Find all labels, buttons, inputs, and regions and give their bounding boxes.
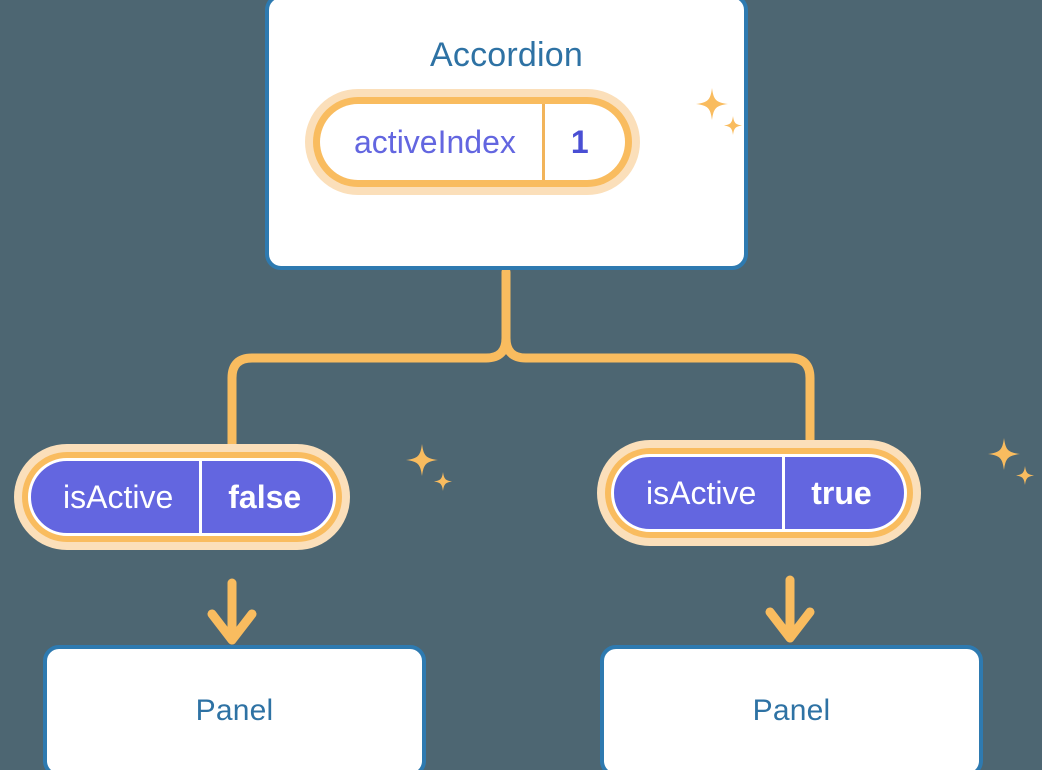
pill-key-label: isActive bbox=[646, 475, 757, 511]
connector-trunk-fork-right bbox=[501, 333, 815, 457]
state-pill-is-active-left[interactable]: isActive false bbox=[22, 452, 343, 542]
pill-inner: isActive true bbox=[611, 454, 907, 532]
panel-title: Panel bbox=[195, 694, 274, 727]
pill-body: isActive true bbox=[605, 448, 913, 538]
arrow-down-icon-left bbox=[207, 578, 257, 645]
pill-key-label: activeIndex bbox=[354, 124, 516, 160]
state-pill-active-index[interactable]: activeIndex 1 bbox=[313, 97, 632, 187]
pill-body: isActive false bbox=[22, 452, 343, 542]
pill-key-label: isActive bbox=[63, 479, 174, 515]
pill-value-label: true bbox=[782, 457, 903, 529]
arrow-down-icon-right bbox=[765, 575, 815, 643]
pill-inner: activeIndex 1 bbox=[320, 104, 625, 180]
panel-card-right[interactable]: Panel bbox=[600, 645, 983, 770]
pill-value-label: false bbox=[199, 461, 333, 533]
panel-card-left[interactable]: Panel bbox=[43, 645, 426, 770]
connector-trunk-fork bbox=[227, 267, 511, 460]
panel-title: Panel bbox=[752, 694, 831, 727]
state-pill-is-active-right[interactable]: isActive true bbox=[605, 448, 913, 538]
page-title: Accordion bbox=[430, 36, 583, 74]
pill-body: activeIndex 1 bbox=[313, 97, 632, 187]
pill-value-label: 1 bbox=[541, 104, 625, 180]
pill-inner: isActive false bbox=[28, 458, 337, 536]
